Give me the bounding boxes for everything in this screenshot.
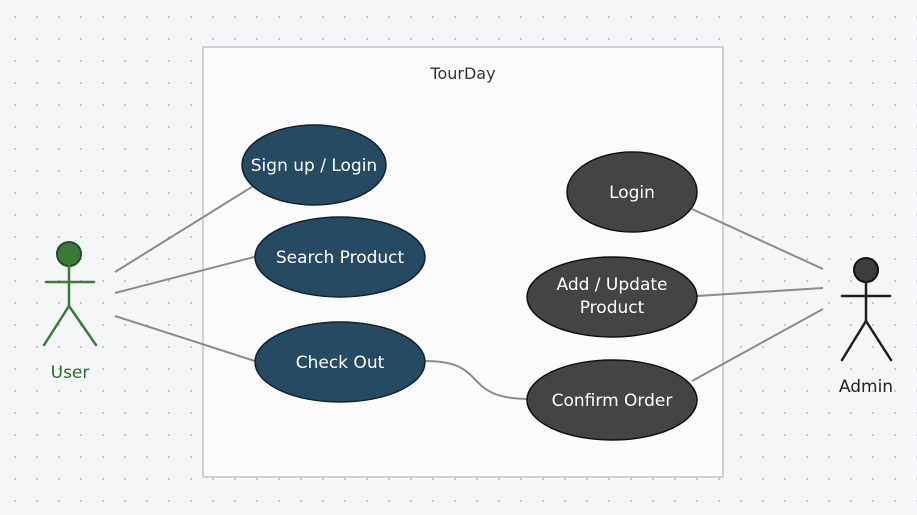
use-case-search-product[interactable]: Search Product — [254, 216, 426, 298]
connector-user-search-product — [114, 255, 259, 294]
actor-user-label: User — [51, 363, 90, 383]
use-case-check-out[interactable]: Check Out — [254, 321, 426, 403]
use-case-search-product-label: Search Product — [276, 248, 405, 268]
use-case-admin-login-label: Login — [609, 183, 655, 203]
connector-user-signup-login — [114, 184, 256, 273]
connector-user-check-out — [114, 315, 259, 363]
use-case-admin-login[interactable]: Login — [566, 151, 698, 233]
actor-user[interactable]: User — [42, 241, 98, 383]
admin-stick-figure-icon — [840, 257, 893, 362]
connector-admin-add-update-product — [696, 287, 824, 297]
actor-admin[interactable]: Admin — [839, 257, 893, 397]
use-case-signup-login[interactable]: Sign up / Login — [241, 124, 387, 206]
use-case-add-update-product-label-line2: Product — [580, 298, 645, 318]
use-case-add-update-product-label-line1: Add / Update — [556, 275, 667, 295]
use-case-confirm-order[interactable]: Confirm Order — [526, 359, 698, 441]
system-title: TourDay — [429, 64, 495, 83]
use-case-add-update-product[interactable]: Add / Update Product — [526, 256, 698, 338]
user-stick-figure-icon — [42, 241, 98, 347]
use-case-confirm-order-label: Confirm Order — [552, 391, 673, 411]
actor-admin-label: Admin — [839, 377, 893, 397]
connector-admin-confirm-order — [691, 308, 824, 382]
use-case-signup-login-label: Sign up / Login — [251, 156, 377, 176]
connector-check-out-confirm-order — [424, 360, 528, 400]
connectors — [114, 184, 824, 400]
connector-admin-login — [691, 208, 824, 270]
use-case-check-out-label: Check Out — [296, 353, 385, 373]
